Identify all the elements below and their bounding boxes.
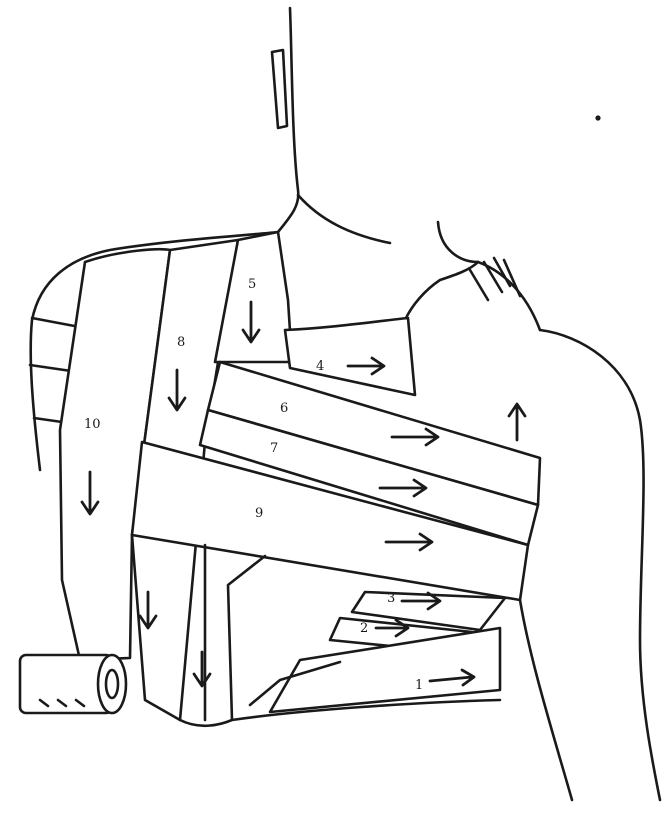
- label-turn-9: 9: [255, 506, 263, 521]
- label-turn-4: 4: [316, 359, 324, 374]
- label-turn-6: 6: [280, 401, 288, 416]
- bandage-roll: [20, 655, 126, 713]
- label-turn-1: 1: [415, 678, 423, 693]
- label-turn-10: 10: [84, 417, 101, 432]
- arrow-up-icon: [509, 404, 525, 440]
- arrow-down-icon: [194, 652, 210, 686]
- label-turn-8: 8: [177, 335, 185, 350]
- label-turn-7: 7: [270, 441, 278, 456]
- label-turn-5: 5: [248, 277, 256, 292]
- bandage-turn-4: [285, 318, 415, 395]
- label-turn-2: 2: [360, 621, 368, 636]
- label-turn-3: 3: [387, 591, 395, 606]
